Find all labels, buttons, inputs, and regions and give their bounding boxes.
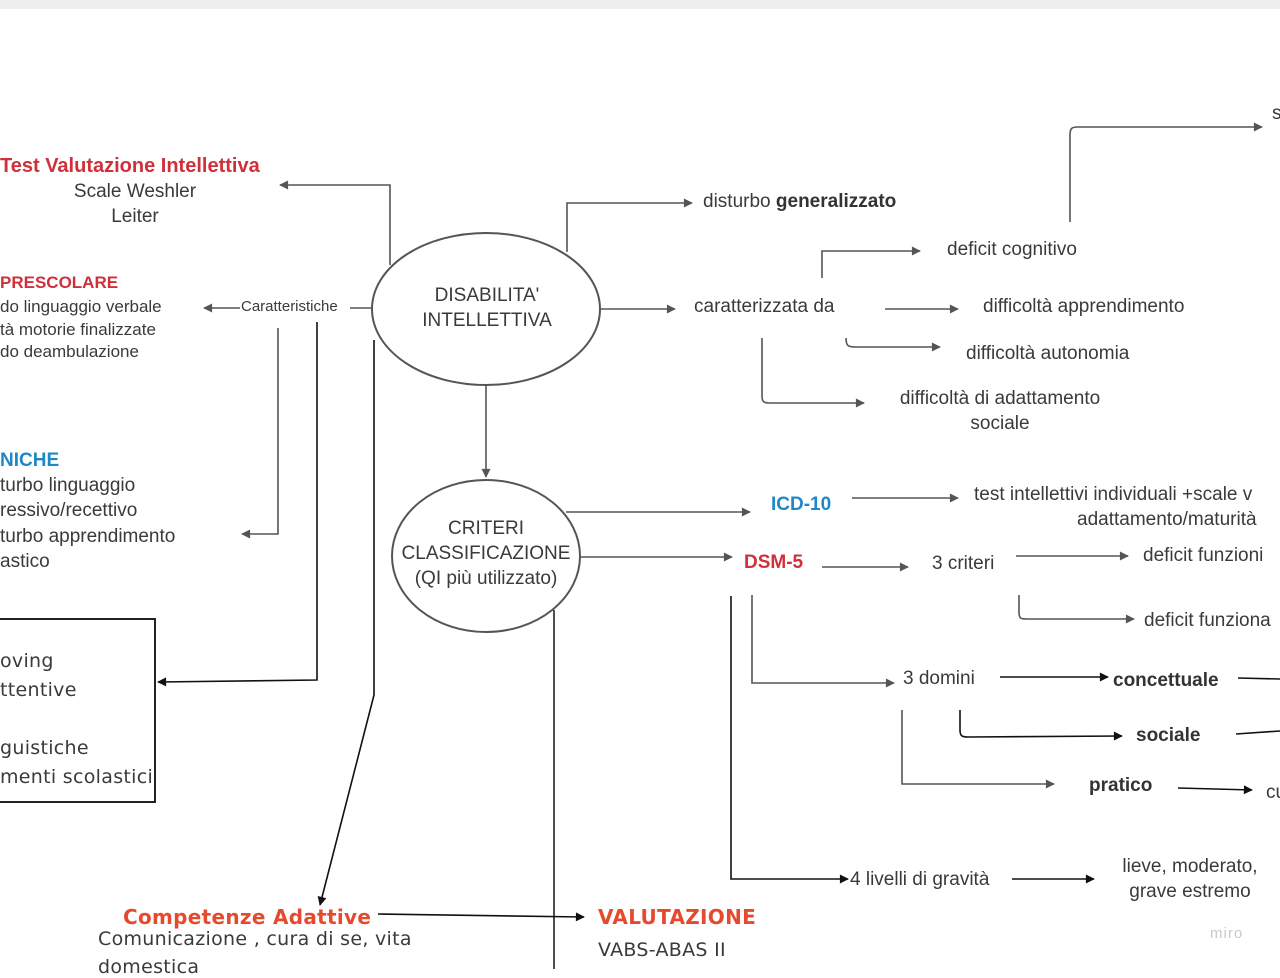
criteri-line-1: CRITERI	[448, 518, 524, 539]
sociale: sociale	[1136, 725, 1201, 746]
difficolta-adattamento-2: sociale	[970, 413, 1030, 434]
line-concettuale-right	[1237, 677, 1280, 680]
arrow-to-difficolta-autonomia	[845, 337, 941, 352]
competenze-item-2: domestica	[98, 956, 200, 978]
dsm5-label: DSM-5	[744, 552, 804, 573]
top-right-fragment: s	[1272, 103, 1280, 124]
valutazione-title: VALUTAZIONE	[598, 905, 757, 929]
difficolta-adattamento-1: difficoltà di adattamento	[899, 388, 1101, 409]
arrow-to-test	[279, 180, 391, 265]
disturbo-bold: generalizzato	[775, 191, 897, 212]
livelli-gravita: 4 livelli di gravità	[850, 869, 990, 890]
prescolare-item-1: do linguaggio verbale	[0, 297, 162, 316]
disabilita-node-label: DISABILITA' INTELLETTIVA	[402, 283, 572, 333]
disabilita-line-2: INTELLETTIVA	[422, 310, 552, 331]
box-item-2: ttentive	[0, 679, 77, 701]
niche-item-3: turbo apprendimento	[0, 526, 176, 547]
arrow-competenze-valutazione	[377, 912, 585, 922]
arrow-to-deficit-funziona	[1018, 595, 1135, 624]
difficolta-apprendimento: difficoltà apprendimento	[983, 296, 1185, 317]
criteri-line-2: CLASSIFICAZIONE	[401, 543, 571, 564]
disturbo-generalizzato: disturbo generalizzato	[703, 192, 896, 211]
arrow-to-deficit-cognitivo	[821, 246, 921, 278]
test-valutazione-title: Test Valutazione Intellettiva	[0, 155, 260, 177]
box-item-3: guistiche	[0, 737, 89, 759]
test-item-2: Leiter	[111, 206, 159, 227]
niche-item-4: astico	[0, 551, 50, 572]
arrow-top-right	[1069, 122, 1263, 222]
valutazione-item: VABS-ABAS II	[598, 939, 726, 961]
top-bar	[0, 0, 1280, 9]
caratteristiche-label: Caratteristiche	[241, 298, 338, 315]
tre-domini: 3 domini	[903, 668, 975, 689]
criteri-line-3: (QI più utilizzato)	[414, 568, 558, 589]
deficit-funzioni: deficit funzioni	[1143, 545, 1264, 566]
niche-item-1: turbo linguaggio	[0, 475, 136, 496]
livelli-values-1: lieve, moderato,	[1122, 856, 1258, 877]
icd10-test-2: adattamento/maturità	[1077, 509, 1257, 530]
box-item-4: menti scolastici	[0, 766, 154, 788]
difficolta-autonomia: difficoltà autonomia	[966, 343, 1130, 364]
concettuale: concettuale	[1113, 670, 1219, 691]
arrow-to-pratico	[901, 710, 1055, 789]
miro-watermark: miro	[1210, 925, 1244, 942]
arrow-to-livelli	[730, 596, 849, 884]
arrow-to-disturbo	[566, 198, 693, 252]
competenze-adattive-title: Competenze Adattive	[123, 905, 372, 929]
disabilita-ellipse[interactable]	[371, 232, 601, 386]
pratico: pratico	[1089, 775, 1153, 796]
deficit-funziona: deficit funziona	[1144, 610, 1271, 631]
arrow-pratico-right	[1177, 785, 1253, 795]
arrow-to-box	[157, 322, 318, 687]
arrow-to-competenze	[317, 340, 375, 906]
arrow-to-3-domini	[751, 595, 895, 688]
competenze-item-1: Comunicazione , cura di se, vita	[98, 928, 412, 950]
pratico-fragment: cu	[1266, 782, 1280, 803]
caratterizzata-da: caratterizzata da	[694, 296, 835, 317]
niche-title: NICHE	[0, 450, 60, 471]
icd10-label: ICD-10	[771, 494, 832, 515]
disabilita-line-1: DISABILITA'	[434, 285, 540, 306]
disturbo-prefix: disturbo	[703, 191, 771, 212]
prescolare-item-2: tà motorie finalizzate	[0, 320, 156, 339]
niche-item-2: ressivo/recettivo	[0, 500, 138, 521]
tre-criteri: 3 criteri	[932, 553, 995, 574]
arrow-to-niche	[241, 328, 279, 539]
arrow-to-sociale	[959, 710, 1123, 741]
characteristics-box	[0, 618, 156, 803]
criteri-node-label: CRITERI CLASSIFICAZIONE (QI più utilizza…	[392, 516, 580, 591]
livelli-values-2: grave estremo	[1129, 881, 1251, 902]
line-sociale-right	[1235, 730, 1280, 735]
criteri-ellipse[interactable]	[391, 479, 581, 633]
prescolare-title: PRESCOLARE	[0, 273, 119, 292]
box-item-1: oving	[0, 650, 54, 672]
prescolare-item-3: do deambulazione	[0, 342, 139, 361]
deficit-cognitivo: deficit cognitivo	[947, 239, 1077, 260]
test-item-1: Scale Weshler	[73, 181, 197, 202]
arrow-to-difficolta-adattamento	[761, 338, 865, 408]
icd10-test-1: test intellettivi individuali +scale v	[974, 484, 1253, 505]
